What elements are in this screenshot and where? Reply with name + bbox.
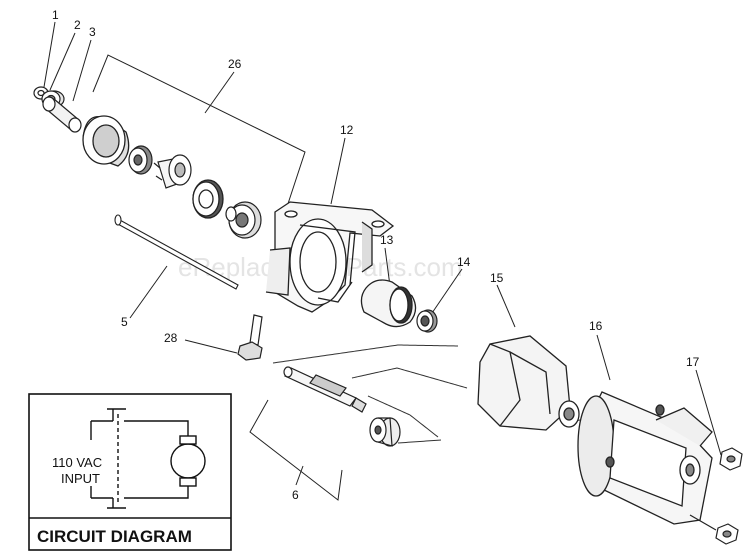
- part-14-bearing: [416, 309, 438, 333]
- callout-26: 26: [228, 57, 242, 71]
- drive-pinion-gear: [369, 417, 401, 447]
- circuit-wiring: [90, 408, 206, 509]
- callout-12: 12: [340, 123, 354, 137]
- part-3-sleeve: [42, 96, 82, 133]
- callout-2: 2: [74, 18, 81, 32]
- part-13-sleeve: [360, 279, 417, 328]
- circuit-diagram-panel: 110 VAC INPUT CIRCUIT DIAGRAM: [28, 393, 232, 551]
- part-5-through-bolt: [114, 214, 239, 290]
- spacer-ring: [192, 179, 224, 219]
- part-26-drive-cup: [82, 115, 130, 167]
- part-16-motor-housing: [577, 391, 713, 525]
- callout-3: 3: [89, 25, 96, 39]
- pinion-hub: [225, 201, 262, 239]
- callout-15: 15: [490, 271, 504, 285]
- callout-labels: 1 2 3 26 12 13 14 15 16 17 5 28 6: [52, 8, 700, 502]
- callout-14: 14: [457, 255, 471, 269]
- callout-1: 1: [52, 8, 59, 22]
- part-15-end-cap: [477, 335, 580, 431]
- callout-17: 17: [686, 355, 700, 369]
- callout-13: 13: [380, 233, 394, 247]
- part-12-housing: [265, 201, 395, 313]
- circuit-diagram-title: CIRCUIT DIAGRAM: [37, 527, 192, 546]
- circuit-voltage-label: 110 VAC: [52, 455, 102, 470]
- part-28-screw: [237, 314, 263, 361]
- clutch: [153, 154, 192, 189]
- drive-gear: [128, 145, 153, 175]
- callout-5: 5: [121, 315, 128, 329]
- circuit-input-label: INPUT: [61, 471, 100, 486]
- part-17-nuts: [689, 447, 743, 545]
- callout-6: 6: [292, 488, 299, 502]
- callout-16: 16: [589, 319, 603, 333]
- part-6-armature-shaft: [283, 366, 367, 413]
- leader-lines: [43, 21, 722, 501]
- callout-28: 28: [164, 331, 178, 345]
